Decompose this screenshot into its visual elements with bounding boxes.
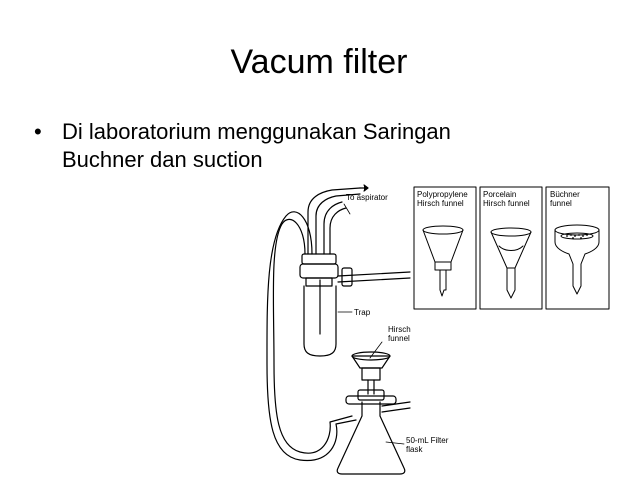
panel-label-buchner-line-1: Büchner <box>550 190 580 199</box>
label-filter-flask-line-2: flask <box>406 445 423 454</box>
panel-label-polypropylene-line-2: Hirsch funnel <box>417 199 464 208</box>
panel-label-buchner-line-2: funnel <box>550 199 572 208</box>
label-hirsch-funnel-line-1: Hirsch <box>388 325 411 334</box>
panel-cell-polypropylene <box>413 186 477 310</box>
panel-cell-buchner <box>545 186 610 310</box>
bullet-text-line-1: Di laboratorium menggunakan Saringan <box>62 119 451 144</box>
bullet-item: • Di laboratorium menggunakan Saringan B… <box>32 118 592 174</box>
label-filter-flask-line-1: 50-mL Filter <box>406 436 449 445</box>
panel-cell-porcelain <box>479 186 543 310</box>
label-hirsch-funnel-line-2: funnel <box>388 334 410 343</box>
panel-label-porcelain-line-2: Hirsch funnel <box>483 199 530 208</box>
slide-title: Vacum filter <box>230 43 408 81</box>
bullet-text-line-2: Buchner dan suction <box>62 147 263 172</box>
bullet-list: • Di laboratorium menggunakan Saringan B… <box>32 118 592 174</box>
label-to-aspirator: To aspirator <box>346 193 388 202</box>
vacuum-filtration-apparatus-illustration: To aspirator Trap Hirsch funnel 50-mL Fi… <box>266 184 449 475</box>
label-trap: Trap <box>354 308 371 317</box>
panel-label-polypropylene-line-1: Polypropylene <box>417 190 468 199</box>
funnel-types-panel: Polypropylene Hirsch funnel Porcelain Hi… <box>413 186 610 310</box>
bullet-marker: • <box>34 119 42 144</box>
panel-label-porcelain-line-1: Porcelain <box>483 190 516 199</box>
